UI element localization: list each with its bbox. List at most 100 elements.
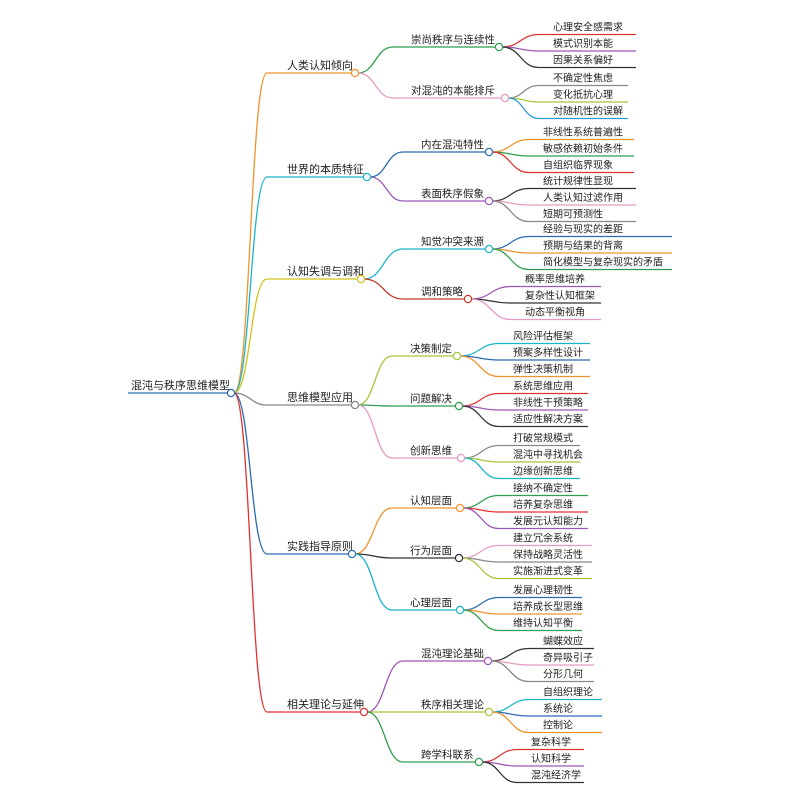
branch-connector-l2 [357, 72, 394, 99]
branch-l2-label[interactable]: 心理层面 [410, 597, 452, 609]
branch-connector-l1 [233, 392, 268, 555]
leaf-label[interactable]: 简化模型与复杂现实的矛盾 [543, 256, 663, 269]
branch-l1-label[interactable]: 思维模型应用 [287, 390, 353, 404]
branch-l2-dot[interactable] [500, 93, 510, 103]
leaf-label[interactable]: 培养复杂思维 [513, 498, 573, 511]
branch-connector-l1 [233, 392, 268, 406]
leaf-label[interactable]: 蝴蝶效应 [543, 635, 583, 648]
branch-l2-label[interactable]: 认知层面 [410, 494, 452, 507]
leaf-label[interactable]: 分形几何 [543, 668, 583, 681]
branch-l1-dot[interactable] [350, 68, 360, 78]
branch-l1-dot[interactable] [347, 549, 357, 559]
branch-l1-label[interactable]: 相关理论与延伸 [287, 697, 364, 711]
leaf-label[interactable]: 系统论 [543, 702, 573, 715]
leaf-label[interactable]: 概率思维培养 [525, 273, 585, 286]
leaf-label[interactable]: 非线性系统普遍性 [543, 126, 623, 139]
branch-l2-dot[interactable] [454, 553, 464, 563]
branch-l1-label[interactable]: 认知失调与调和 [287, 264, 364, 278]
leaf-label[interactable]: 实施渐进式变革 [513, 565, 583, 578]
leaf-label[interactable]: 不确定性焦虑 [553, 72, 613, 85]
branch-l2-dot[interactable] [484, 244, 494, 254]
branch-l2-label[interactable]: 混沌理论基础 [421, 647, 484, 660]
branch-l2-label[interactable]: 对混沌的本能排斥 [411, 84, 495, 97]
branch-connector-l2 [363, 248, 404, 280]
branch-l2-dot[interactable] [474, 757, 484, 767]
leaf-label[interactable]: 混沌中寻找机会 [513, 448, 583, 461]
leaf-label[interactable]: 复杂科学 [531, 736, 571, 749]
leaf-label[interactable]: 变化抵抗心理 [553, 88, 613, 101]
leaf-label[interactable]: 建立冗余系统 [513, 532, 573, 545]
leaf-label[interactable]: 对随机性的误解 [553, 105, 623, 118]
branch-connector-l2 [357, 355, 393, 406]
leaf-label[interactable]: 认知科学 [531, 752, 571, 765]
branch-l2-label[interactable]: 崇尚秩序与连续性 [411, 33, 495, 46]
branch-l2-dot[interactable] [484, 707, 494, 717]
branch-l1-dot[interactable] [359, 707, 369, 717]
leaf-label[interactable]: 因果关系偏好 [553, 54, 613, 67]
branch-l2-dot[interactable] [455, 605, 465, 615]
branch-l2-dot[interactable] [484, 147, 494, 157]
branch-l1-label[interactable]: 人类认知倾向 [287, 58, 353, 72]
leaf-label[interactable]: 预期与结果的背离 [543, 239, 623, 252]
leaf-label[interactable]: 边缘创新思维 [513, 465, 573, 478]
leaf-label[interactable]: 打破常规模式 [513, 432, 573, 445]
branch-l2-label[interactable]: 秩序相关理论 [421, 698, 484, 711]
branch-l2-label[interactable]: 跨学科联系 [421, 748, 474, 761]
leaf-label[interactable]: 控制论 [543, 719, 573, 732]
leaf-label[interactable]: 系统思维应用 [513, 380, 573, 393]
branch-l2-label[interactable]: 内在混沌特性 [421, 138, 484, 151]
root-node-label[interactable]: 混沌与秩序思维模型 [131, 378, 230, 392]
branch-l2-dot[interactable] [494, 42, 504, 52]
leaf-label[interactable]: 自组织理论 [543, 686, 593, 699]
leaf-label[interactable]: 发展元认知能力 [513, 515, 583, 528]
branch-l1-label[interactable]: 实践指导原则 [287, 539, 353, 553]
leaf-label[interactable]: 非线性干预策略 [513, 396, 583, 409]
leaf-label[interactable]: 短期可预测性 [543, 208, 603, 221]
branch-l1-dot[interactable] [362, 172, 372, 182]
leaf-label[interactable]: 预案多样性设计 [513, 346, 583, 359]
branch-l1-dot[interactable] [350, 400, 360, 410]
leaf-label[interactable]: 发展心理韧性 [513, 584, 573, 597]
leaf-label[interactable]: 维持认知平衡 [513, 617, 573, 630]
branch-l2-dot[interactable] [484, 196, 494, 206]
branch-l2-dot[interactable] [454, 401, 464, 411]
leaf-label[interactable]: 动态平衡视角 [525, 306, 585, 319]
leaf-label[interactable]: 敏感依赖初始条件 [543, 142, 623, 155]
branch-l2-label[interactable]: 问题解决 [410, 392, 452, 405]
branch-l2-dot[interactable] [455, 503, 465, 513]
branch-l2-label[interactable]: 表面秩序假象 [421, 187, 484, 200]
leaf-label[interactable]: 适应性解决方案 [513, 413, 583, 426]
branch-l2-dot[interactable] [452, 351, 462, 361]
branch-connector-l2 [357, 46, 394, 74]
branch-l2-label[interactable]: 调和策略 [421, 285, 463, 298]
leaf-label[interactable]: 培养成长型思维 [513, 600, 583, 613]
leaf-label[interactable]: 自组织临界现象 [543, 159, 613, 172]
branch-l2-label[interactable]: 决策制定 [410, 342, 452, 355]
branch-connector-l1 [233, 176, 268, 394]
leaf-label[interactable]: 奇异吸引子 [543, 651, 593, 664]
leaf-label[interactable]: 弹性决策机制 [513, 363, 573, 376]
branch-l1-label[interactable]: 世界的本质特征 [287, 162, 364, 176]
branch-l2-dot[interactable] [456, 453, 466, 463]
leaf-label[interactable]: 复杂性认知框架 [525, 289, 595, 302]
branch-connector-l1 [233, 392, 268, 713]
leaf-label[interactable]: 混沌经济学 [531, 769, 581, 782]
leaf-label[interactable]: 经验与现实的差距 [543, 223, 623, 236]
branch-l1-dot[interactable] [356, 274, 366, 284]
leaf-label[interactable]: 接纳不确定性 [513, 482, 573, 495]
leaf-label[interactable]: 保持战略灵活性 [513, 548, 583, 561]
branch-l2-label[interactable]: 知觉冲突来源 [421, 235, 484, 248]
root-node-dot[interactable] [226, 388, 236, 398]
leaf-label[interactable]: 模式识别本能 [553, 37, 613, 50]
branch-l2-dot[interactable] [463, 294, 473, 304]
branch-l2-label[interactable]: 行为层面 [410, 544, 452, 557]
branch-l2-label[interactable]: 创新思维 [410, 444, 452, 457]
leaf-label[interactable]: 风险评估框架 [513, 330, 573, 343]
leaf-label[interactable]: 心理安全感需求 [553, 21, 623, 34]
leaf-label[interactable]: 统计规律性显现 [543, 175, 613, 188]
branch-connector-l1 [233, 278, 268, 394]
branch-l2-dot[interactable] [483, 656, 493, 666]
leaf-label[interactable]: 人类认知过滤作用 [543, 191, 623, 204]
leaf-connector [491, 187, 530, 202]
